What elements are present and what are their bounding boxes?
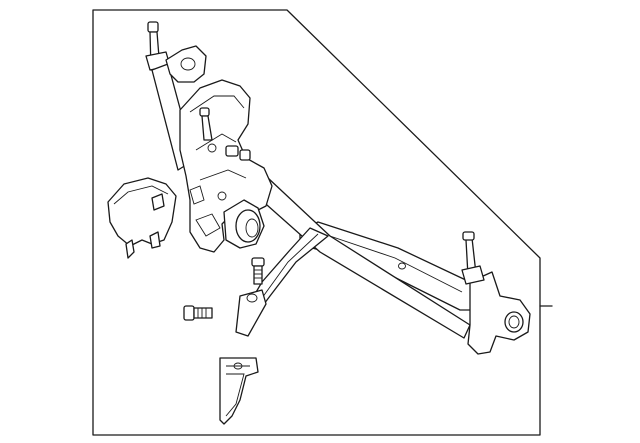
mounting-bracket — [219, 357, 259, 425]
wiper-linkage-frame — [235, 177, 531, 355]
bolt-lower — [183, 305, 213, 321]
motor-cover — [107, 177, 177, 259]
diagram-border — [92, 9, 541, 436]
wiper-motor — [179, 79, 273, 253]
bolt-upper — [251, 257, 265, 285]
